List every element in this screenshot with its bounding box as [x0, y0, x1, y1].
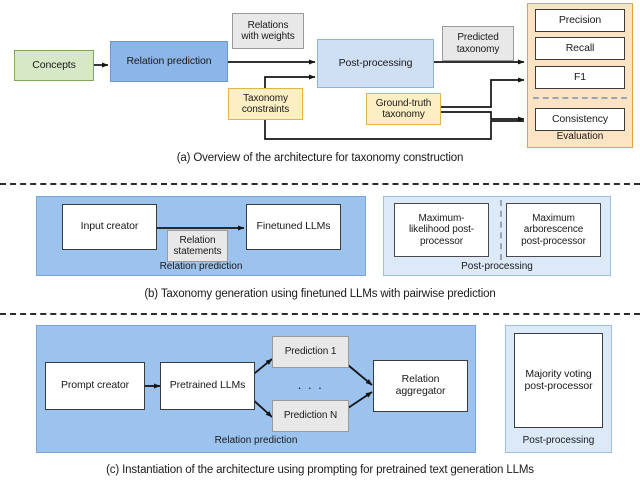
panel-c-caption: (c) Instantiation of the architecture us… [106, 464, 534, 476]
metric-consistency-box: Consistency [535, 108, 625, 131]
prediction-last-box: Prediction N [272, 400, 349, 432]
post-processing-option-separator [500, 200, 502, 260]
panel-b-post-processing-label: Post-processing [461, 261, 533, 272]
finetuned-llms-box: Finetuned LLMs [246, 204, 341, 250]
metric-f1-box: F1 [535, 66, 625, 89]
prediction-first-box: Prediction 1 [272, 336, 349, 368]
relation-statements-box: Relation statements [167, 230, 228, 262]
post-processing-box: Post-processing [317, 39, 434, 88]
panel-c-post-processing-label: Post-processing [522, 435, 595, 446]
relation-aggregator-box: Relation aggregator [373, 360, 468, 412]
panel-c-relation-prediction-label: Relation prediction [214, 435, 298, 446]
prediction-ellipsis: . . . [297, 376, 324, 392]
panel-b-caption: (b) Taxonomy generation using finetuned … [144, 288, 496, 300]
divider-b-c [0, 313, 640, 315]
input-creator-box: Input creator [62, 204, 157, 250]
relation-prediction-box: Relation prediction [110, 41, 228, 82]
evaluation-panel-label: Evaluation [556, 131, 604, 142]
panel-a-caption: (a) Overview of the architecture for tax… [176, 152, 464, 164]
prompt-creator-box: Prompt creator [45, 362, 145, 410]
relations-with-weights-box: Relations with weights [232, 13, 304, 49]
divider-a-b [0, 183, 640, 185]
panel-b-relation-prediction-label: Relation prediction [159, 261, 243, 272]
pretrained-llms-box: Pretrained LLMs [160, 362, 255, 410]
evaluation-separator [533, 97, 627, 99]
predicted-taxonomy-box: Predicted taxonomy [442, 26, 514, 61]
taxonomy-constraints-box: Taxonomy constraints [228, 88, 303, 120]
majority-voting-post-processor-box: Majority voting post-processor [514, 333, 603, 428]
metric-precision-box: Precision [535, 9, 625, 32]
maximum-arborescence-post-processor-box: Maximum arborescence post-processor [506, 203, 601, 257]
ground-truth-taxonomy-box: Ground-truth taxonomy [366, 93, 441, 125]
concepts-box: Concepts [14, 50, 94, 81]
maximum-likelihood-post-processor-box: Maximum- likelihood post- processor [394, 203, 489, 257]
metric-recall-box: Recall [535, 37, 625, 60]
